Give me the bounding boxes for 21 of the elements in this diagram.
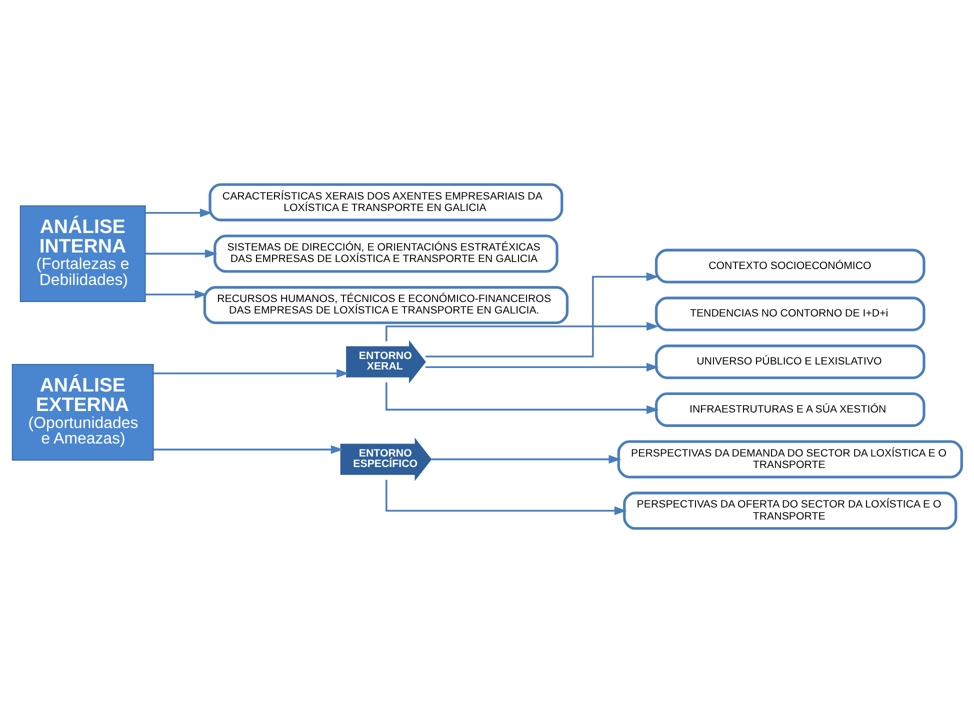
node-box: PERSPECTIVAS DA OFERTA DO SECTOR DA LOXÍSTICA E O TRANSPORTE	[623, 492, 958, 530]
node-box: SISTEMAS DE DIRECCIÓN, E ORIENTACIÓNS ESTRATÉXICAS DAS EMPRESAS DE LOXÍSTICA E TRANSPORTE EN GALICIA	[214, 234, 558, 273]
node-box: RECURSOS HUMANOS, TÉCNICOS E ECONÓMICO-FINANCEIROS DAS EMPRESAS DE LOXÍSTICA E TRANSPORTE EN GALICIA.	[203, 286, 569, 324]
node-box: ANÁLISE EXTERNA (Oportunidades e Ameazas)	[12, 364, 154, 461]
node-box: PERSPECTIVAS DA DEMANDA DO SECTOR DA LOXÍSTICA E O TRANSPORTE	[617, 440, 963, 478]
arrow	[432, 454, 622, 464]
node-box: CONTEXTO SOCIOECONÓMICO	[654, 248, 926, 284]
arrow	[426, 272, 659, 358]
arrow	[146, 290, 208, 299]
arrow	[386, 480, 627, 516]
node-box: INFRAESTRUTURAS E A SÚA XESTIÓN	[654, 392, 926, 427]
arrow	[154, 368, 349, 378]
node-box: ANÁLISE INTERNA (Fortalezas e Debilidades)	[20, 205, 146, 302]
arrow	[146, 249, 218, 258]
arrow	[386, 382, 659, 414]
node-box: CARACTERÍSTICAS XERAIS DOS AXENTES EMPRESARIAIS DA LOXÍSTICA E TRANSPORTE EN GALICIA	[208, 183, 564, 222]
node-box: TENDENCIAS NO CONTORNO DE I+D+i	[654, 296, 926, 332]
arrow	[146, 208, 212, 218]
arrow	[154, 445, 344, 454]
arrow	[425, 362, 659, 372]
node-box: UNIVERSO PÚBLICO E LEXISLATIVO	[654, 344, 926, 380]
